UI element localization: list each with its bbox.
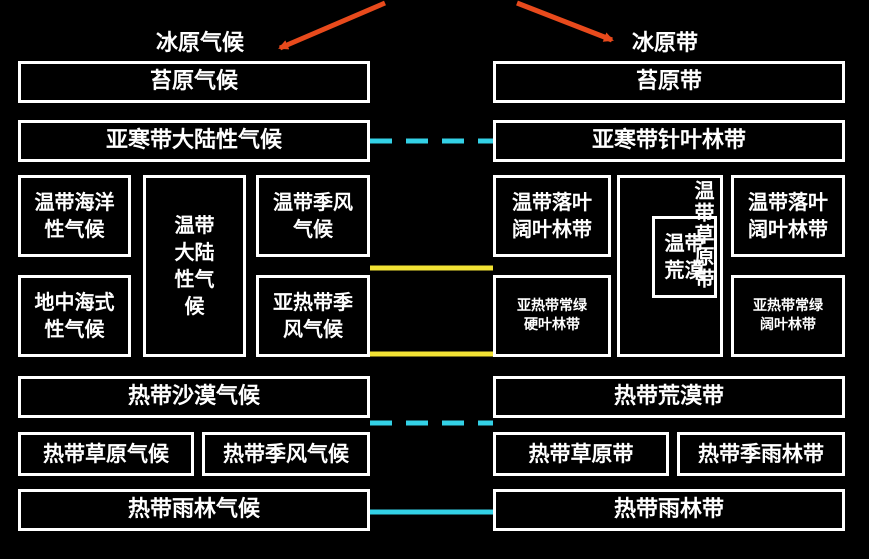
box-temperate-oceanic: 温带海洋 性气候 xyxy=(18,175,131,257)
box-tropical-monsoon-climate: 热带季风气候 xyxy=(202,432,370,476)
box-temperate-deciduous-left: 温带落叶 阔叶林带 xyxy=(493,175,611,257)
box-temperate-steppe: 温带草原带 xyxy=(617,175,723,357)
label-ice-zone: 冰原带 xyxy=(631,31,698,56)
box-tropical-desert-climate: 热带沙漠气候 xyxy=(18,376,370,418)
right-arrow xyxy=(516,0,614,43)
box-tundra-climate: 苔原气候 xyxy=(18,61,370,103)
left-arrow xyxy=(278,0,386,51)
box-subarctic-climate: 亚寒带大陆性气候 xyxy=(18,120,370,162)
box-taiga-zone: 亚寒带针叶林带 xyxy=(493,120,845,162)
box-temperate-deciduous-right: 温带落叶 阔叶林带 xyxy=(731,175,845,257)
label-ice-climate: 冰原气候 xyxy=(155,31,244,56)
box-temperate-desert: 温带 荒漠 xyxy=(652,216,717,298)
box-tropical-rainforest-climate: 热带雨林气候 xyxy=(18,489,370,531)
box-temperate-continental: 温带 大陆 性气 候 xyxy=(143,175,246,357)
box-temperate-monsoon: 温带季风 气候 xyxy=(256,175,370,257)
temperate-steppe-label: 温带草原带 xyxy=(691,180,715,290)
box-mediterranean: 地中海式 性气候 xyxy=(18,275,131,357)
box-subtropical-evergreen: 亚热带常绿 阔叶林带 xyxy=(731,275,845,357)
box-tropical-savanna-zone: 热带草原带 xyxy=(493,432,669,476)
box-subtropical-monsoon: 亚热带季 风气候 xyxy=(256,275,370,357)
box-tropical-rainforest-zone: 热带雨林带 xyxy=(493,489,845,531)
box-subtropical-sclerophyll: 亚热带常绿 硬叶林带 xyxy=(493,275,611,357)
box-tropical-desert-zone: 热带荒漠带 xyxy=(493,376,845,418)
box-tropical-monsoon-forest-zone: 热带季雨林带 xyxy=(677,432,845,476)
box-tropical-savanna-climate: 热带草原气候 xyxy=(18,432,194,476)
box-tundra-zone: 苔原带 xyxy=(493,61,845,103)
